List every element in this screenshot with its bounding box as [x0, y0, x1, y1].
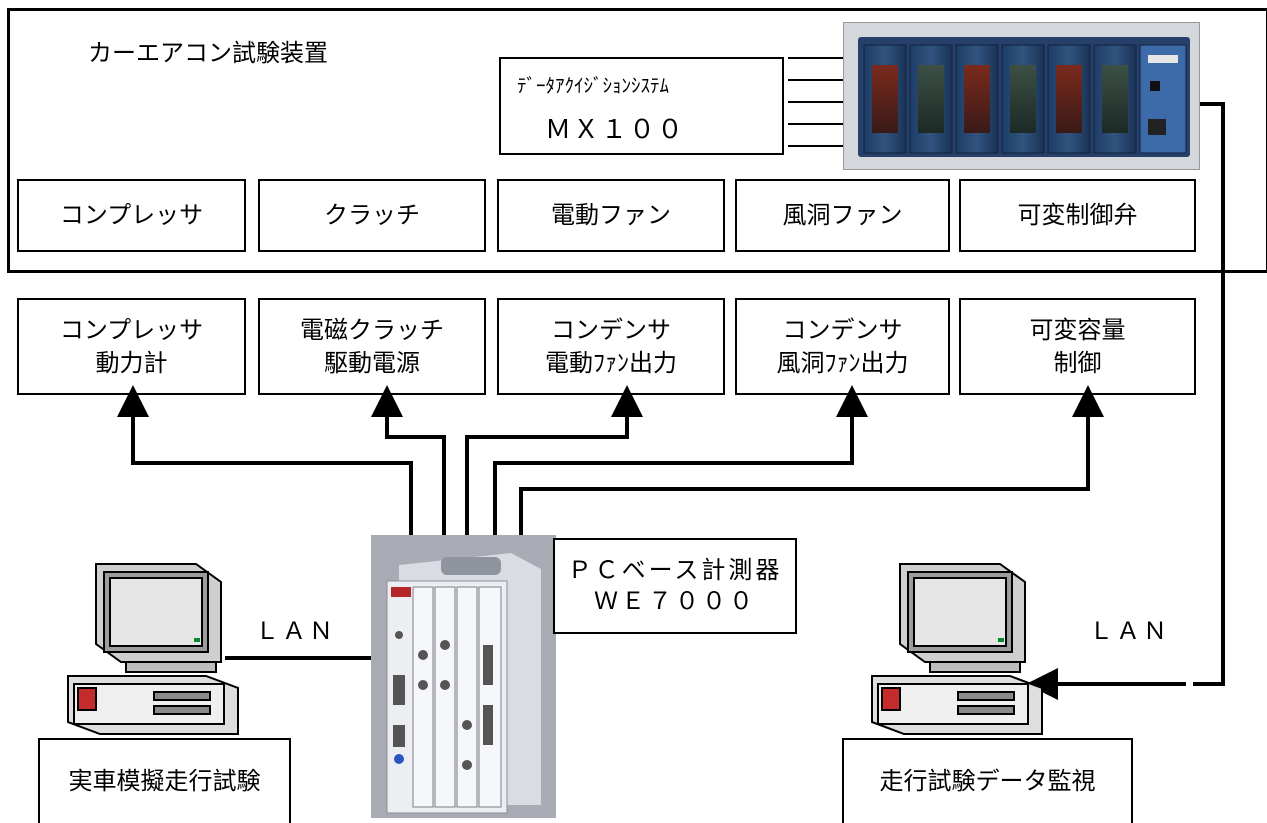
computer-icon — [67, 563, 239, 735]
line-to-clutch-power — [371, 385, 446, 540]
right-pc-icon — [870, 558, 1050, 738]
left-pc-caption: 実車模擬走行試験 — [68, 767, 261, 796]
output-box-variable-capacity: 可変容量 制御 — [959, 298, 1196, 395]
output-box-clutch-power: 電磁クラッチ 駆動電源 — [258, 298, 486, 395]
output-line1: コンデンサ — [782, 316, 903, 345]
daq-label-box: ﾃﾞｰﾀｱｸｲｼﾞｼｮﾝｼｽﾃﾑ ＭＸ１００ — [499, 57, 784, 155]
component-box-wind-tunnel-fan: 風洞ファン — [735, 179, 950, 252]
component-box-variable-valve: 可変制御弁 — [959, 179, 1196, 252]
line-to-wind-fan-output — [493, 385, 868, 540]
we7000-label-box: ＰＣベース計測器 ＷＥ７０００ — [553, 538, 797, 634]
output-line2: 動力計 — [95, 348, 168, 377]
equipment-title: カーエアコン試験装置 — [88, 39, 328, 67]
component-label: 可変制御弁 — [1017, 201, 1138, 230]
we7000-device-drawing — [371, 535, 556, 818]
output-line2: 風洞ﾌｧﾝ出力 — [776, 348, 909, 377]
mx100-modules — [863, 44, 1187, 154]
component-box-clutch: クラッチ — [258, 179, 486, 252]
output-line1: 電磁クラッチ — [300, 316, 444, 345]
output-box-electric-fan-output: コンデンサ 電動ﾌｧﾝ出力 — [497, 298, 725, 395]
we7000-device-image — [371, 535, 556, 818]
right-lan-label: ＬＡＮ — [1089, 617, 1170, 645]
component-label: 電動ファン — [551, 201, 671, 230]
daq-system-name: ﾃﾞｰﾀｱｸｲｼﾞｼｮﾝｼｽﾃﾑ — [517, 75, 670, 97]
component-box-electric-fan: 電動ファン — [497, 179, 725, 252]
mx100-device-drawing — [858, 37, 1190, 157]
we7000-name: ＰＣベース計測器 — [567, 555, 783, 584]
right-pc-caption: 走行試験データ監視 — [879, 767, 1096, 796]
left-lan-label: ＬＡＮ — [255, 617, 336, 645]
line-to-variable-capacity — [519, 385, 1104, 540]
right-pc-caption-box: 走行試験データ監視 — [842, 738, 1133, 823]
output-line2: 制御 — [1053, 348, 1102, 377]
output-box-dynamometer: コンプレッサ 動力計 — [17, 298, 246, 395]
mx100-input-wires — [788, 57, 843, 147]
left-pc-caption-box: 実車模擬走行試験 — [38, 738, 291, 823]
component-label: クラッチ — [324, 201, 420, 230]
output-line1: 可変容量 — [1029, 316, 1126, 345]
output-line1: コンデンサ — [551, 316, 671, 345]
left-pc-icon — [66, 558, 246, 738]
mx100-device-image — [843, 22, 1200, 170]
component-label: コンプレッサ — [59, 201, 204, 230]
we7000-model: ＷＥ７０００ — [594, 587, 756, 615]
line-to-dynamometer — [117, 385, 413, 540]
output-box-wind-fan-output: コンデンサ 風洞ﾌｧﾝ出力 — [735, 298, 950, 395]
daq-model: ＭＸ１００ — [545, 115, 686, 145]
line-to-electric-fan-output — [465, 385, 643, 540]
component-label: 風洞ファン — [782, 201, 903, 230]
output-line2: 電動ﾌｧﾝ出力 — [545, 348, 677, 377]
output-line2: 駆動電源 — [324, 348, 420, 377]
component-box-compressor: コンプレッサ — [17, 179, 246, 252]
computer-icon — [871, 563, 1043, 735]
output-line1: コンプレッサ — [59, 316, 204, 345]
lan-right-line — [1193, 102, 1225, 686]
